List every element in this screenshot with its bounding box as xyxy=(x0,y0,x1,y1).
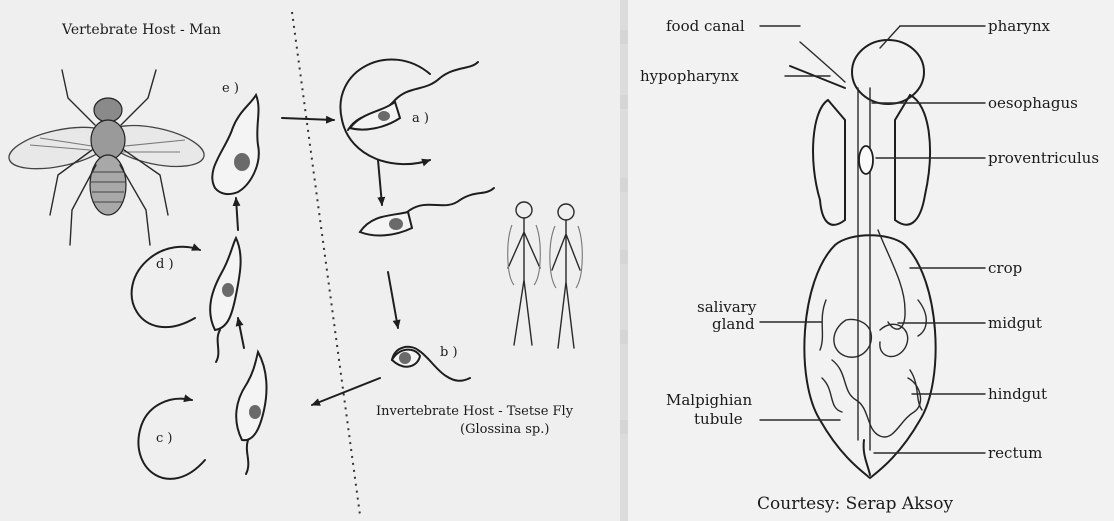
stage-a-label: a ) xyxy=(412,111,429,126)
invertebrate-host-label: Invertebrate Host - Tsetse Fly xyxy=(376,404,574,419)
label-proventriculus: proventriculus xyxy=(988,149,1099,167)
label-salivary: salivary xyxy=(697,298,757,316)
stage-d-label: d ) xyxy=(156,257,174,272)
label-hypopharynx: hypopharynx xyxy=(640,67,739,85)
stage-e-label: e ) xyxy=(222,81,239,96)
label-malpighian: Malpighian xyxy=(666,391,753,409)
right-panel-tsetse-anatomy: food canal hypopharynx salivary gland Ma… xyxy=(628,0,1114,521)
label-oesophagus: oesophagus xyxy=(988,94,1078,112)
label-hindgut: hindgut xyxy=(988,385,1047,403)
credit-text: Courtesy: Serap Aksoy xyxy=(757,494,953,514)
label-food-canal: food canal xyxy=(666,17,745,35)
left-panel-background xyxy=(0,0,620,521)
left-panel-life-cycle: Vertebrate Host - Man e ) xyxy=(0,0,620,521)
label-crop: crop xyxy=(988,259,1022,277)
label-rectum: rectum xyxy=(988,444,1042,462)
label-pharynx: pharynx xyxy=(988,17,1051,35)
label-midgut: midgut xyxy=(988,314,1042,332)
stage-b-label: b ) xyxy=(440,345,458,360)
stage-c-label: c ) xyxy=(156,431,173,446)
vertebrate-host-label: Vertebrate Host - Man xyxy=(61,22,221,38)
invertebrate-host-species: (Glossina sp.) xyxy=(460,422,549,437)
label-gland: gland xyxy=(712,315,755,333)
label-tubule: tubule xyxy=(694,410,743,428)
